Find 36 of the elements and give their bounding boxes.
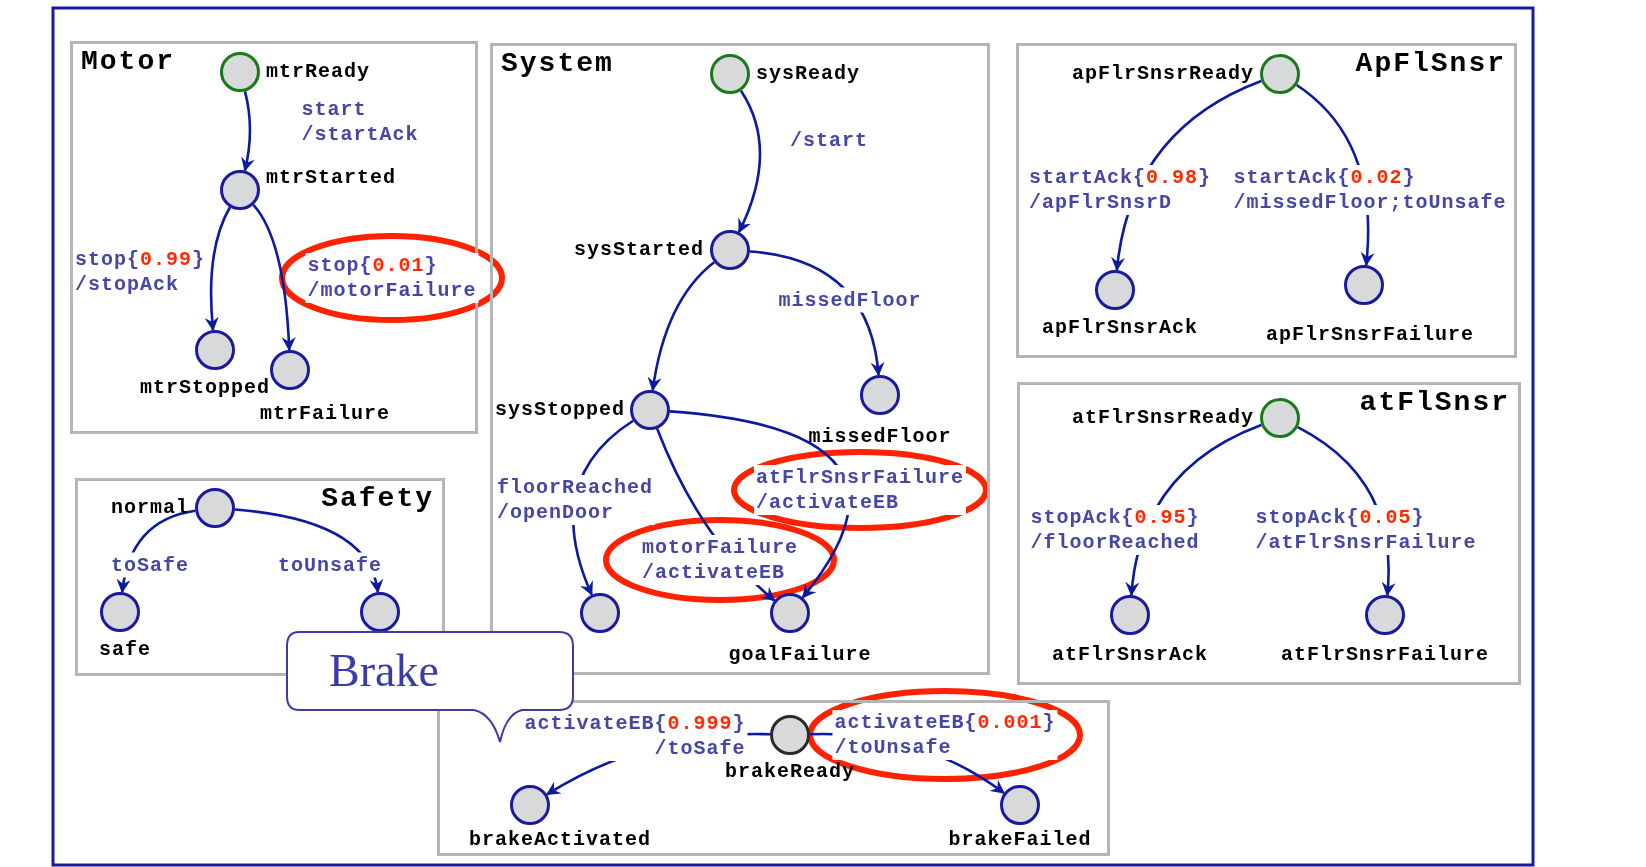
state-label: brakeReady bbox=[725, 760, 855, 784]
state-label: safe bbox=[99, 638, 151, 662]
state-label: atFlrSnsrReady bbox=[1071, 406, 1254, 430]
edge-label: atFlrSnsrFailure /activateEB bbox=[754, 465, 966, 515]
state-label: sysStopped bbox=[494, 398, 625, 422]
edge-label: activateEB{0.999} /toSafe bbox=[522, 711, 748, 761]
state-label: normal bbox=[111, 496, 189, 520]
state-label: goalFailure bbox=[728, 643, 872, 667]
state-label: sysStarted bbox=[573, 238, 704, 262]
region-title: atFlSnsr bbox=[1359, 387, 1510, 418]
state-label: brakeFailed bbox=[948, 828, 1092, 852]
edge-label: stop{0.01} /motorFailure bbox=[305, 253, 479, 303]
state-label: mtrFailure bbox=[260, 402, 390, 426]
edge-label: activateEB{0.001} /toUnsafe bbox=[832, 710, 1058, 760]
region-title: System bbox=[501, 48, 614, 79]
state-label: mtrStopped bbox=[140, 376, 270, 400]
state-label: apFlrSnsrReady bbox=[1071, 62, 1254, 86]
state-label: atFlrSnsrAck bbox=[1052, 643, 1208, 667]
edge-label: floorReached /openDoor bbox=[495, 475, 655, 525]
state-label: brakeActivated bbox=[469, 828, 651, 852]
transition-arrow bbox=[737, 90, 762, 234]
state-label: apFlrSnsrFailure bbox=[1266, 323, 1474, 347]
region-title: Motor bbox=[81, 46, 175, 77]
state-label: mtrReady bbox=[266, 60, 370, 84]
state-label: missedFloor bbox=[808, 425, 952, 449]
state-label: sysReady bbox=[756, 62, 860, 86]
transition-arrow bbox=[240, 91, 255, 172]
region-title: ApFlSnsr bbox=[1355, 48, 1506, 79]
state-label: apFlrSnsrAck bbox=[1042, 316, 1198, 340]
callout-text: Brake bbox=[329, 644, 439, 697]
region-title: Safety bbox=[321, 483, 434, 514]
transition-arrow bbox=[204, 206, 232, 332]
state-label: mtrStarted bbox=[266, 166, 397, 190]
state-label: atFlrSnsrFailure bbox=[1281, 643, 1489, 667]
transition-arrow bbox=[647, 261, 715, 392]
transition-arrow bbox=[252, 204, 296, 352]
